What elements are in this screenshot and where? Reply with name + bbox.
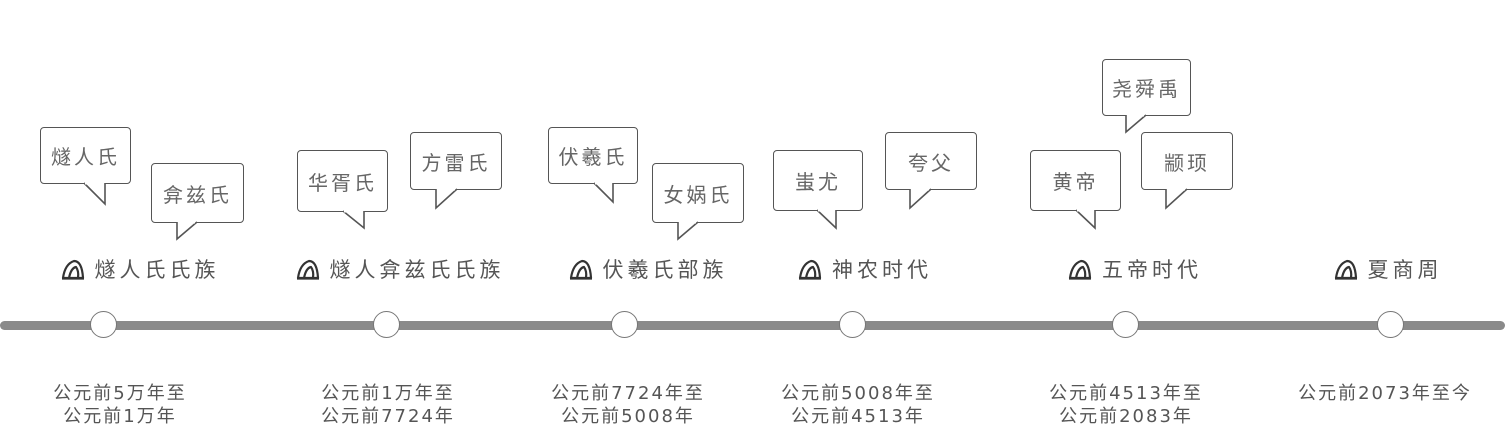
- bubble-tail: [435, 188, 458, 210]
- figure-name: 伏羲氏: [558, 145, 628, 169]
- timeline-node[interactable]: [1377, 311, 1404, 338]
- tent-icon: [798, 259, 822, 280]
- date-line: 公元前2083年: [1059, 406, 1193, 427]
- figure-bubble[interactable]: 燧人氏: [40, 127, 131, 184]
- figure-name: 颛顼: [1164, 150, 1210, 175]
- era-name: 燧人氏氏族: [94, 258, 220, 282]
- date-range: 公元前1万年至 公元前7724年: [268, 382, 508, 428]
- figure-bubble[interactable]: 女娲氏: [652, 163, 744, 223]
- date-line: 公元前1万年至: [321, 383, 455, 404]
- date-line: 公元前1万年: [63, 406, 177, 427]
- figure-bubble[interactable]: 华胥氏: [297, 150, 388, 212]
- bubble-tail: [1125, 114, 1147, 134]
- date-line: 公元前4513年至: [1049, 383, 1203, 404]
- date-range: 公元前7724年至 公元前5008年: [508, 382, 748, 428]
- tent-icon: [1068, 259, 1092, 280]
- date-line: 公元前7724年至: [551, 383, 705, 404]
- figure-name: 夸父: [908, 150, 954, 175]
- date-line: 公元前5008年: [561, 406, 695, 427]
- timeline-node[interactable]: [611, 311, 638, 338]
- bubble-tail: [593, 182, 614, 204]
- era-label: 夏商周: [1318, 252, 1458, 286]
- era-label: 神农时代: [780, 252, 950, 286]
- figure-name: 黄帝: [1052, 170, 1099, 194]
- date-line: 公元前7724年: [321, 406, 455, 427]
- figure-bubble[interactable]: 蚩尤: [773, 150, 863, 211]
- bubble-tail: [176, 221, 198, 241]
- date-range: 公元前2073年至今: [1265, 382, 1505, 405]
- figure-bubble[interactable]: 夸父: [885, 132, 977, 190]
- era-name: 夏商周: [1367, 258, 1443, 282]
- era-name: 五帝时代: [1102, 258, 1202, 282]
- bubble-tail: [83, 182, 106, 206]
- figure-name: 方雷氏: [421, 150, 491, 175]
- date-line: 公元前2073年至今: [1298, 383, 1472, 404]
- figure-name: 华胥氏: [308, 170, 377, 195]
- bubble-tail: [909, 188, 932, 210]
- era-name: 伏羲氏部族: [602, 258, 728, 282]
- figure-bubble[interactable]: 黄帝: [1030, 150, 1121, 211]
- era-label: 五帝时代: [1050, 252, 1220, 286]
- date-range: 公元前5万年至 公元前1万年: [0, 382, 240, 428]
- era-name: 神农时代: [832, 258, 932, 282]
- figure-name: 女娲氏: [663, 182, 733, 207]
- bubble-tail: [1165, 188, 1188, 210]
- bubble-tail: [677, 221, 699, 241]
- date-line: 公元前4513年: [791, 406, 925, 427]
- era-label: 伏羲氏部族: [548, 252, 748, 286]
- timeline-line: [0, 321, 1505, 330]
- tent-icon: [1334, 259, 1357, 280]
- date-range: 公元前4513年至 公元前2083年: [1006, 382, 1246, 428]
- era-label: 燧人氏氏族: [40, 252, 240, 286]
- timeline-node[interactable]: [373, 311, 400, 338]
- timeline-node[interactable]: [839, 311, 866, 338]
- figure-bubble[interactable]: 尧舜禹: [1102, 59, 1191, 116]
- date-line: 公元前5万年至: [53, 383, 187, 404]
- figure-bubble[interactable]: 颛顼: [1141, 132, 1233, 190]
- figure-bubble[interactable]: 弇兹氏: [151, 163, 244, 223]
- tent-icon: [569, 259, 592, 280]
- tent-icon: [61, 259, 84, 280]
- tent-icon: [296, 259, 319, 280]
- timeline-node[interactable]: [90, 311, 117, 338]
- era-label: 燧人弇兹氏氏族: [272, 252, 528, 286]
- figure-name: 燧人氏: [51, 145, 120, 169]
- figure-bubble[interactable]: 方雷氏: [410, 132, 502, 190]
- bubble-tail: [1075, 209, 1096, 230]
- bubble-tail: [816, 209, 837, 230]
- date-range: 公元前5008年至 公元前4513年: [738, 382, 978, 428]
- figure-bubble[interactable]: 伏羲氏: [548, 127, 638, 184]
- figure-name: 弇兹氏: [163, 182, 232, 207]
- figure-name: 尧舜禹: [1112, 77, 1181, 101]
- era-name: 燧人弇兹氏氏族: [329, 258, 505, 282]
- timeline-node[interactable]: [1112, 311, 1139, 338]
- figure-name: 蚩尤: [795, 170, 841, 194]
- date-line: 公元前5008年至: [781, 383, 935, 404]
- bubble-tail: [342, 210, 365, 230]
